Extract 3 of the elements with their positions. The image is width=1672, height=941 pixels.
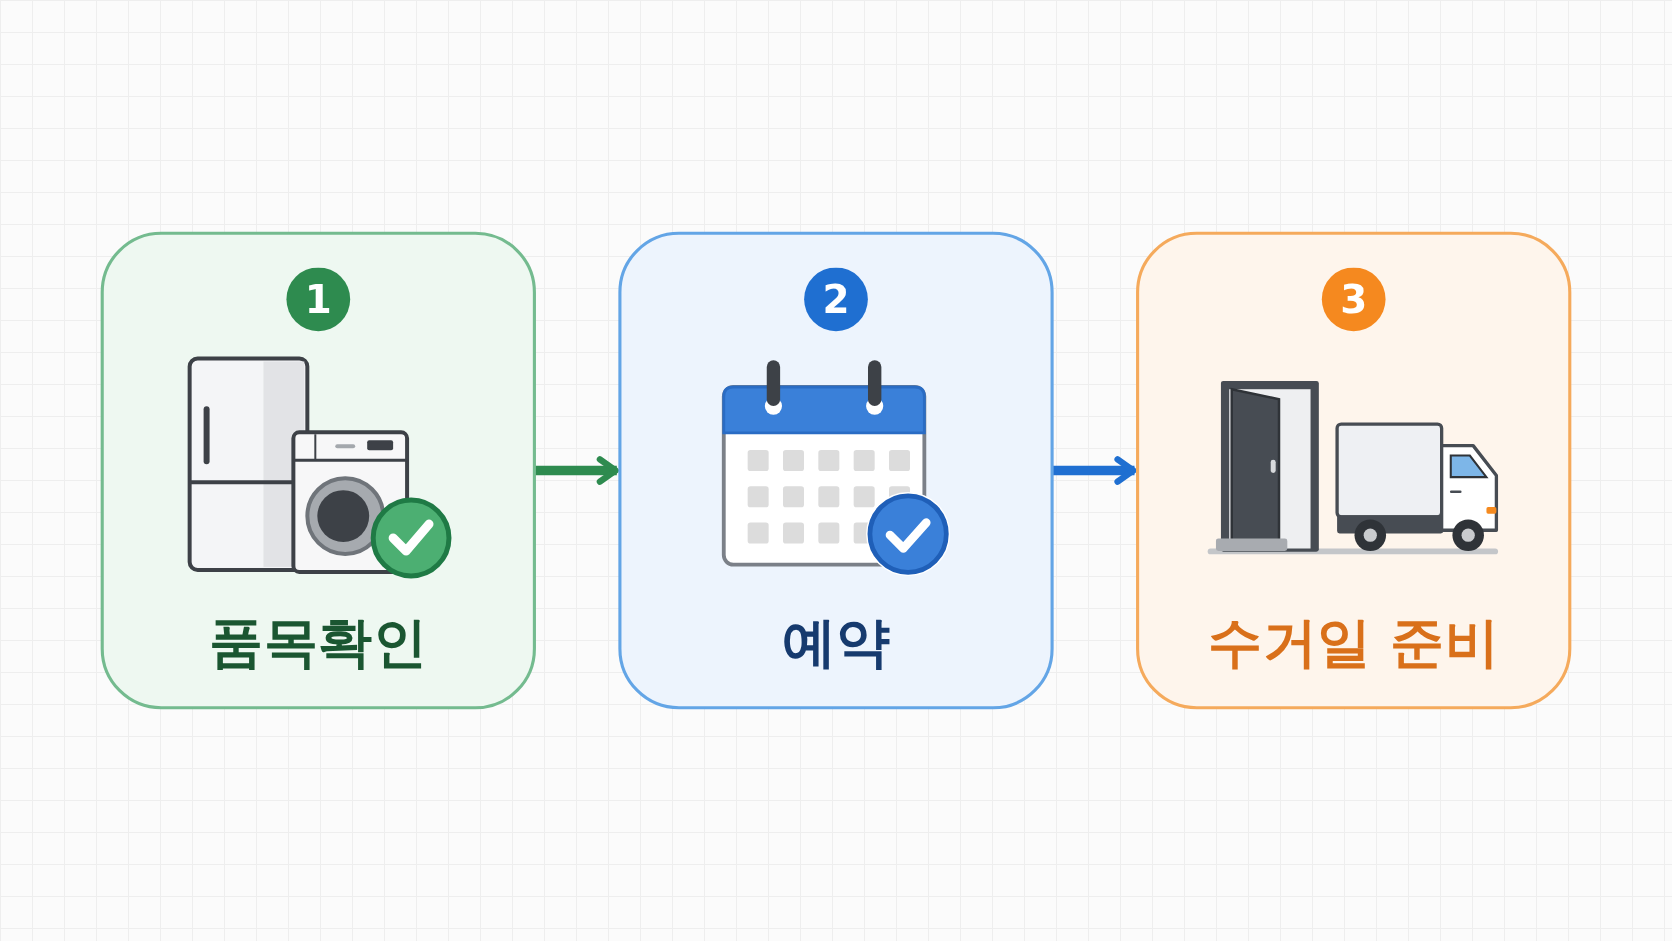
step-title: 예약 bbox=[780, 611, 892, 674]
step-title: 품목확인 bbox=[208, 611, 429, 674]
step-title: 수거일 준비 bbox=[1207, 611, 1501, 674]
